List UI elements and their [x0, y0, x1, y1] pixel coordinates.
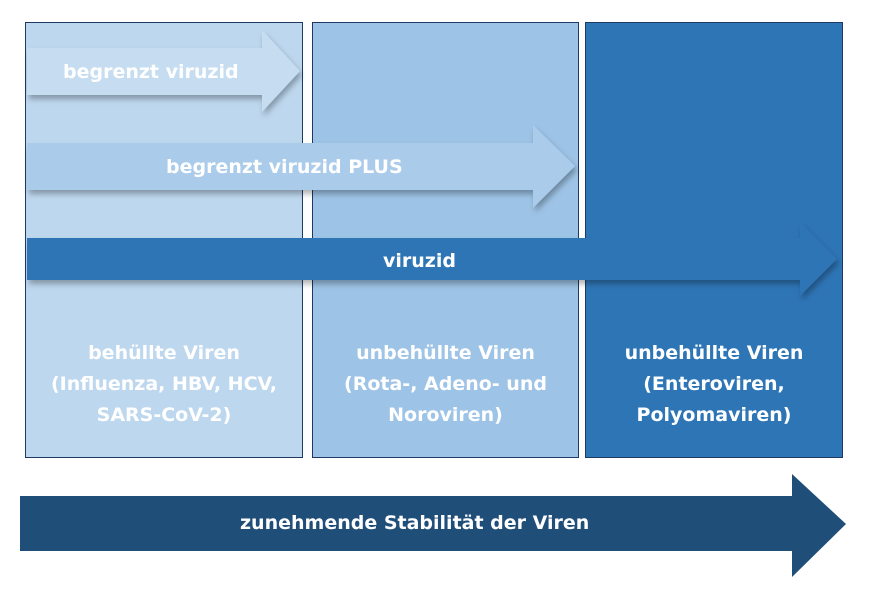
label-line: Polyomaviren) [636, 404, 792, 426]
label-line: (Rota-, Adeno- und [344, 373, 547, 395]
arrow-stability [20, 474, 846, 577]
column-label: unbehüllte Viren (Rota-, Adeno- und Noro… [313, 338, 578, 431]
label-line: Noroviren) [388, 404, 503, 426]
arrow-label-viruzid: viruzid [383, 250, 456, 272]
label-line: behüllte Viren [88, 342, 240, 364]
label-line: SARS-CoV-2) [96, 404, 232, 426]
arrow-begrenzt-viruzid [27, 30, 300, 112]
label-line: unbehüllte Viren [624, 342, 804, 364]
arrow-begrenzt-viruzid-plus [27, 125, 575, 208]
arrow-label-plus: begrenzt viruzid PLUS [166, 156, 403, 178]
arrow-label-stability: zunehmende Stabilität der Viren [240, 512, 590, 534]
column-label: unbehüllte Viren (Enteroviren, Polyomavi… [586, 338, 842, 431]
column-label: behüllte Viren (Influenza, HBV, HCV, SAR… [26, 338, 302, 431]
label-line: unbehüllte Viren [356, 342, 535, 364]
label-line: (Enteroviren, [643, 373, 785, 395]
arrow-viruzid [27, 222, 837, 296]
arrow-label-begrenzt: begrenzt viruzid [63, 61, 239, 83]
label-line: (Influenza, HBV, HCV, [50, 373, 278, 395]
